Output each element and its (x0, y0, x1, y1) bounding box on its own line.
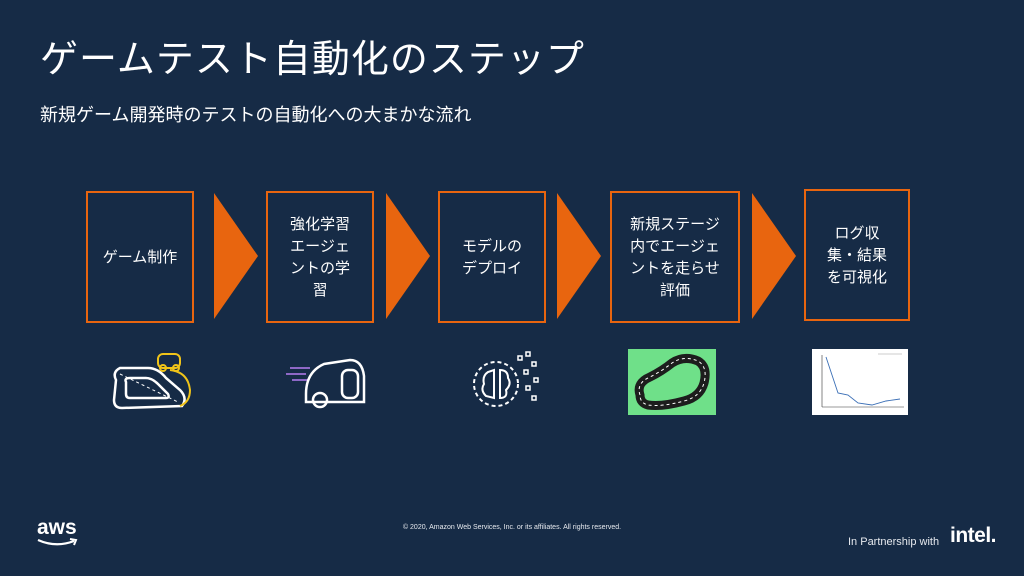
step-text: モデルの デプロイ (462, 235, 522, 279)
step-line: エージェ (290, 237, 350, 255)
result-chart-icon (812, 349, 908, 415)
track-map-icon (628, 349, 716, 415)
aws-logo: aws (37, 516, 77, 539)
step-line: ントを走らせ (630, 259, 720, 277)
intel-logo: intel. (950, 524, 997, 547)
chevron-right-icon (752, 193, 796, 319)
slide-title: ゲームテスト自動化のステップ (40, 37, 585, 81)
step-log-visualize: ログ収 集・結果 を可視化 (804, 189, 910, 321)
step-line: 新規ステージ (630, 215, 720, 233)
step-line: モデルの (461, 237, 522, 255)
step-line: ントの学 (289, 259, 350, 277)
step-text: 強化学習 エージェ ントの学 習 (290, 213, 350, 301)
step-line: 評価 (659, 281, 690, 299)
step-evaluate-new-stage: 新規ステージ 内でエージェ ントを走らせ 評価 (610, 191, 740, 323)
partnership-label: In Partnership with (848, 536, 940, 548)
step-line: 強化学習 (289, 215, 350, 233)
step-text: ログ収 集・結果 を可視化 (827, 222, 887, 288)
step-line: ログ収 (834, 224, 880, 242)
step-text: 新規ステージ 内でエージェ ントを走らせ 評価 (630, 213, 720, 301)
step-line: 内でエージェ (630, 237, 720, 255)
step-model-deploy: モデルの デプロイ (438, 191, 546, 323)
step-rl-training: 強化学習 エージェ ントの学 習 (266, 191, 374, 323)
step-line: 集・結果 (826, 246, 887, 264)
race-track-car-icon (112, 353, 192, 410)
chevron-right-icon (557, 193, 601, 319)
step-game-creation: ゲーム制作 (86, 191, 194, 323)
fast-car-icon (286, 358, 366, 409)
step-line: 習 (312, 281, 328, 299)
copyright-notice: © 2020, Amazon Web Services, Inc. or its… (402, 524, 622, 531)
chevron-right-icon (386, 193, 430, 319)
step-text: ゲーム制作 (103, 246, 178, 268)
chevron-right-icon (214, 193, 258, 319)
step-line: ゲーム制作 (102, 248, 178, 266)
aws-smile-icon (37, 538, 78, 546)
slide-subtitle: 新規ゲーム開発時のテストの自動化への大まかな流れ (40, 105, 472, 126)
step-line: デプロイ (461, 259, 522, 277)
step-line: を可視化 (826, 268, 887, 286)
brain-gear-icon (473, 351, 539, 407)
